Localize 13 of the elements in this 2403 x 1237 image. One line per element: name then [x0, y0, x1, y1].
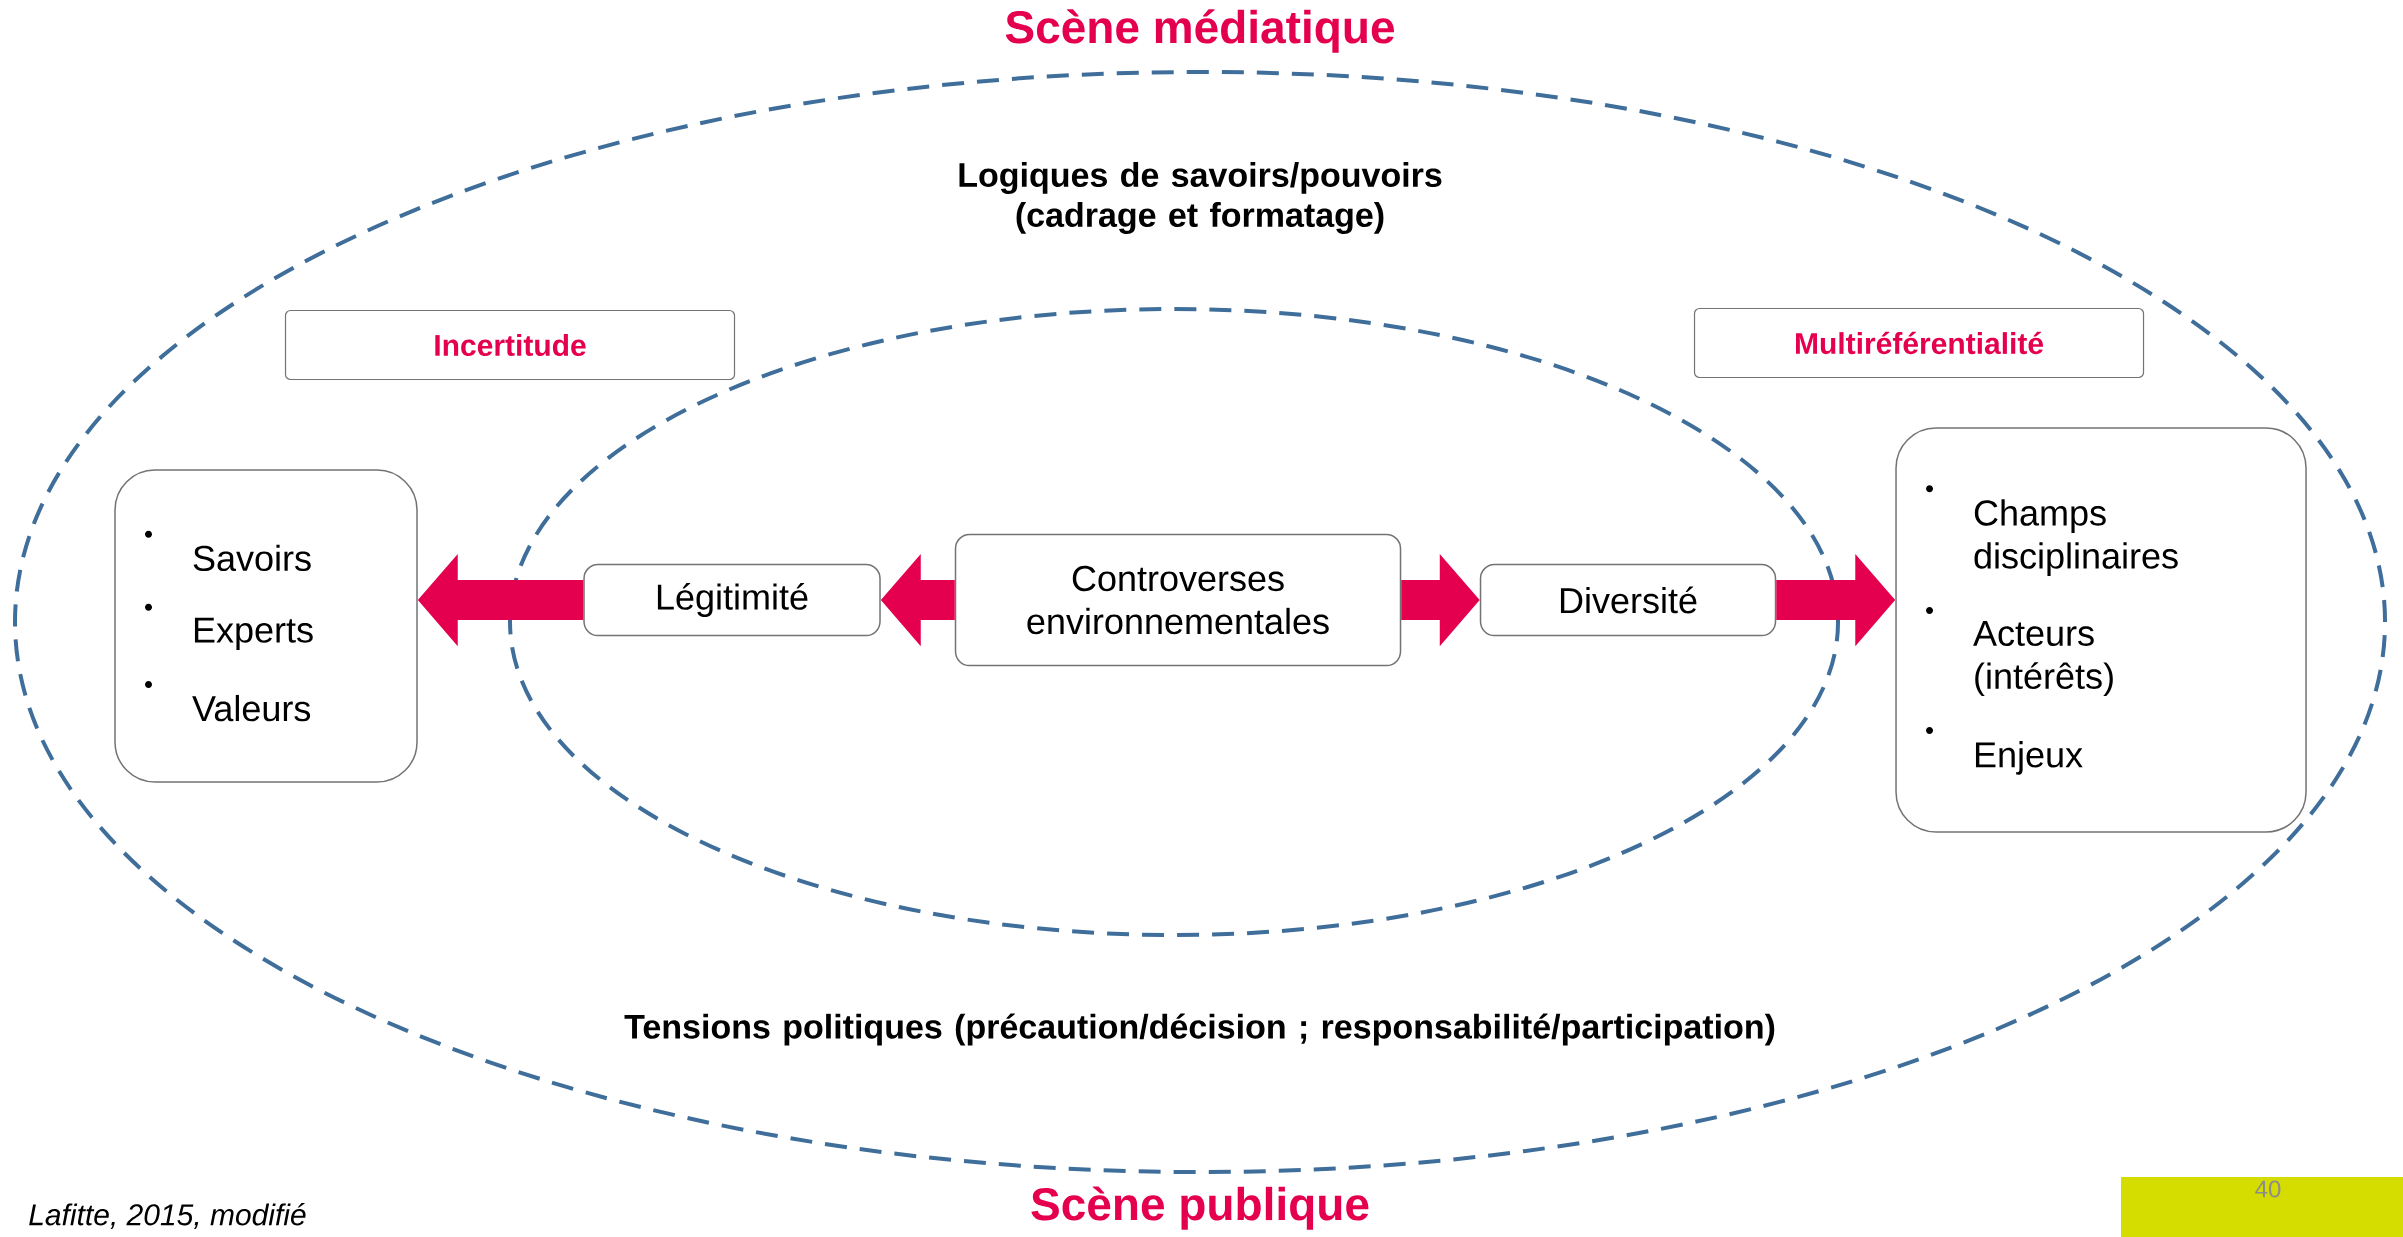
label-box: Incertitude	[284, 309, 736, 381]
rounded-box: Diversité	[1479, 563, 1777, 637]
rounded-box: Légitimité	[583, 563, 881, 637]
scene-title: Scène médiatique	[1005, 9, 1394, 53]
heading-text: Logiques de savoirs/pouvoirs (cadrage et formatage)	[959, 162, 1442, 234]
rounded-box: Controverses environnementales	[954, 533, 1402, 667]
heading-text: Tensions politiques (précaution/décision ; responsabilité/participation)	[624, 1013, 1775, 1046]
page-number: 40	[2121, 1177, 2403, 1237]
label-box: Multiréférentialité	[1693, 307, 2145, 379]
rounded-box: Savoirs Experts Valeurs	[114, 469, 418, 783]
scene-title: Scène publique	[1031, 1186, 1369, 1230]
rounded-box: Champs disciplinaires Acteurs (intérêts) Enjeux	[1895, 427, 2307, 833]
citation-text: Lafitte, 2015, modifié	[29, 1203, 306, 1229]
